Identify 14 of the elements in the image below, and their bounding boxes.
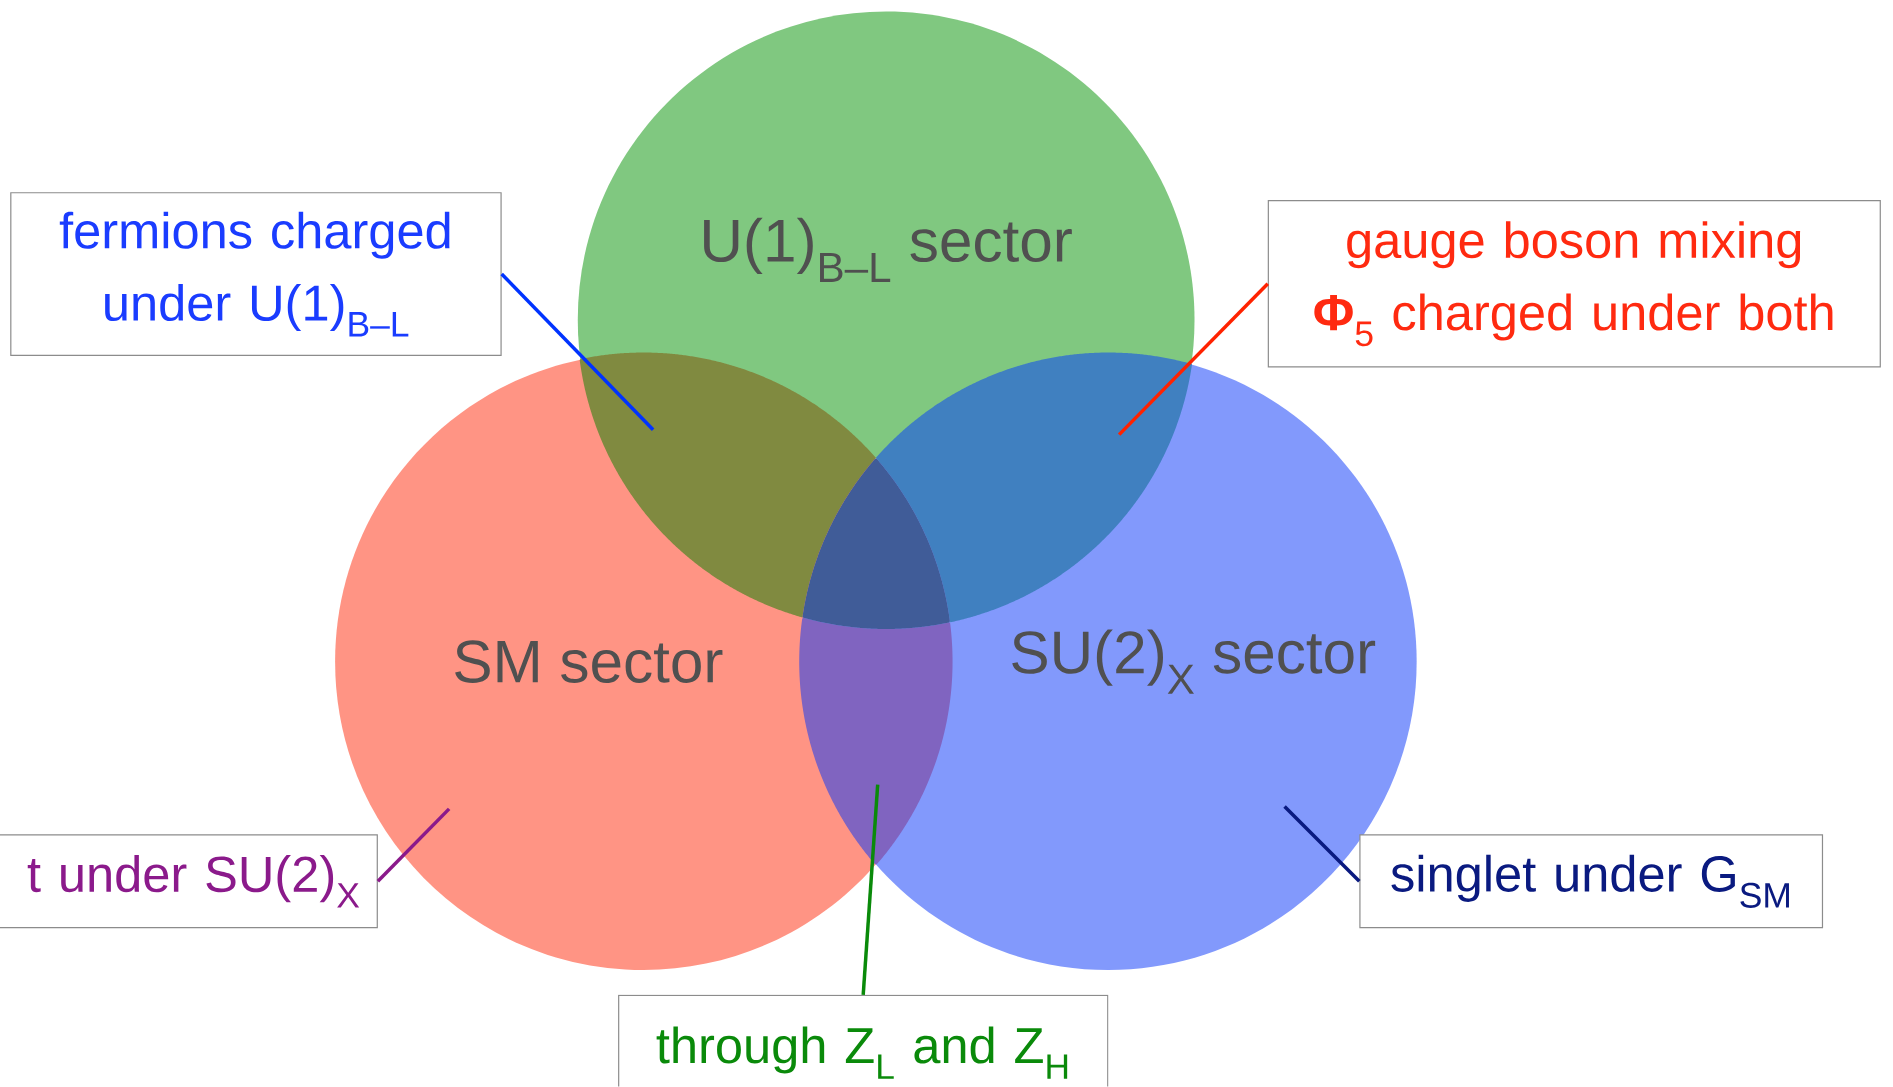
overlap-region [802, 459, 950, 630]
overlap-region [799, 618, 953, 865]
overlap-region [579, 352, 876, 618]
leader-line [1283, 805, 1361, 883]
leader-line [376, 807, 451, 883]
label-box: fermions charged under U(1)$_{B–L}$ [10, 192, 502, 357]
label-box: singlet under G$_{SM}$ [1359, 834, 1824, 929]
label-box: gauge boson mixing Φ$_{5}$ charged under both [1267, 200, 1881, 368]
leader-line [1117, 282, 1269, 437]
label-box: t under SU(2)$_{X}$ [0, 834, 378, 929]
label-box: through Z$_{L}$ and Z$_{H}$ [618, 995, 1109, 1087]
leader-line [861, 784, 880, 996]
leader-line [500, 273, 655, 432]
overlap-region [875, 352, 1192, 623]
